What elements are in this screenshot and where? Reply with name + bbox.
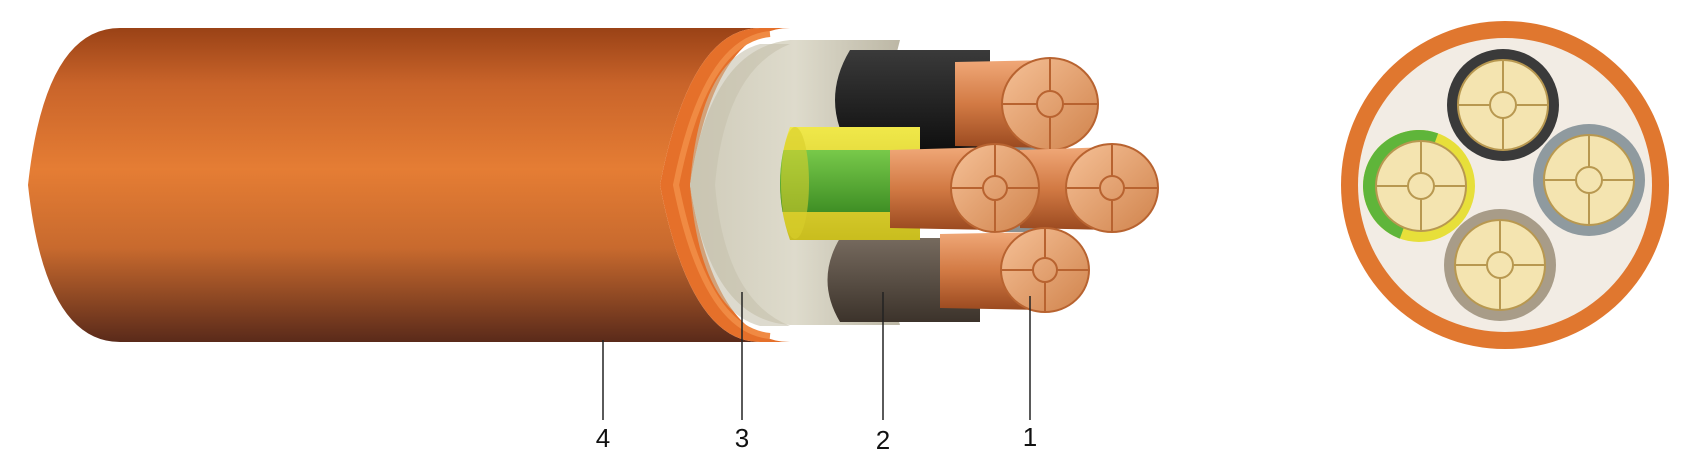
copper-conductor-middle: [1020, 143, 1159, 233]
outer-sheath: [28, 28, 760, 342]
core-insulation-earth: [780, 127, 920, 240]
copper-conductor: [940, 227, 1090, 313]
cable-cutaway: [28, 28, 1159, 342]
cross-section-core-grey: [1533, 124, 1645, 236]
core-insulation-black: [835, 50, 990, 150]
callout-label-1: 1: [1023, 422, 1037, 452]
copper-conductor-top: [955, 57, 1099, 151]
callout-label-2: 2: [876, 425, 890, 455]
cable-cross-section: [1341, 21, 1669, 349]
callouts: 4 3 2 1: [596, 292, 1037, 455]
outer-sheath-cut-face: [660, 28, 790, 342]
callout-label-4: 4: [596, 423, 610, 453]
outer-sheath-rim-highlight: [672, 31, 771, 339]
cross-section-core-black: [1447, 49, 1559, 161]
cross-section-filler: [1358, 38, 1652, 332]
cross-section-core-earth: [1363, 130, 1475, 242]
filler-bedding-front: [690, 44, 790, 326]
cross-section-core-brown: [1444, 209, 1556, 321]
copper-conductor-earth: [890, 143, 1040, 233]
callout-label-3: 3: [735, 423, 749, 453]
